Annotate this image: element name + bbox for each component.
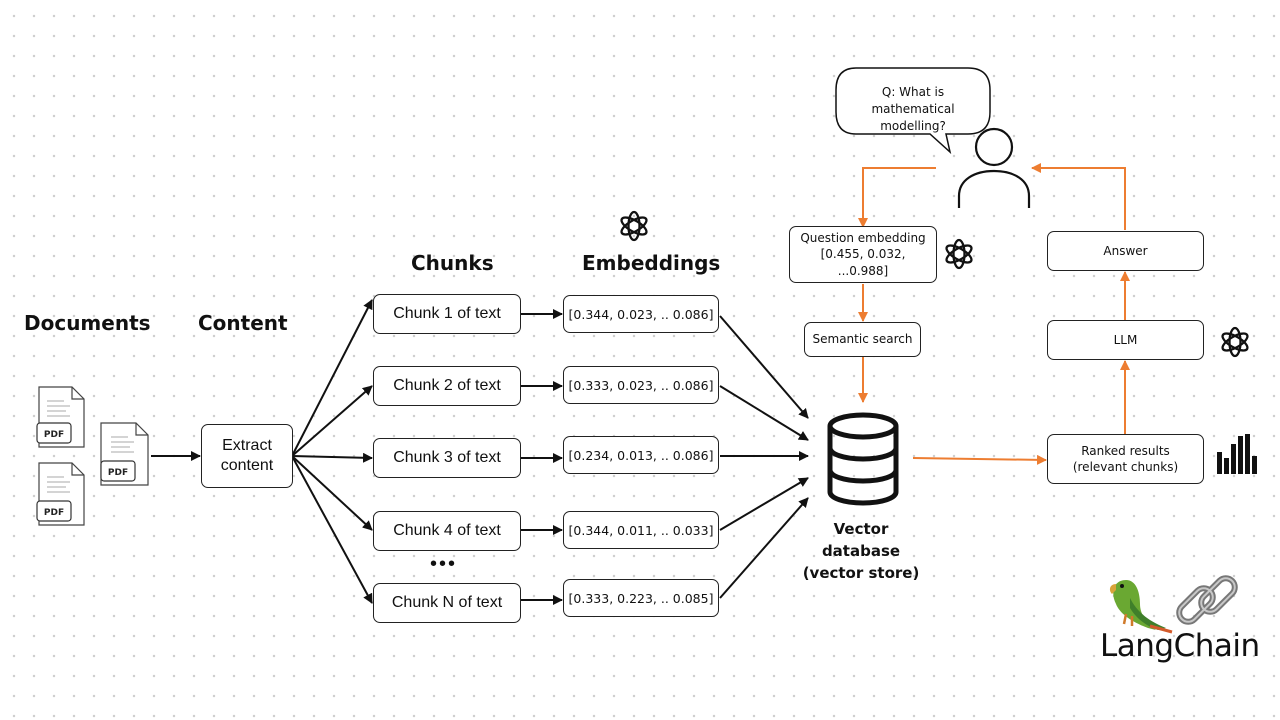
chunk-label: Chunk N of text — [391, 594, 503, 611]
embedding-value: [0.344, 0.011, .. 0.033] — [568, 522, 714, 538]
arrow-extract-to-chunk-1 — [291, 299, 373, 457]
vector-database-label: Vector database (vector store) — [801, 518, 921, 584]
embedding-box: [0.344, 0.023, .. 0.086] — [563, 295, 719, 333]
database-icon — [826, 412, 900, 511]
chunk-box: Chunk N of text — [373, 583, 521, 623]
chunk-label: Chunk 1 of text — [393, 305, 501, 322]
chunk-label: Chunk 4 of text — [393, 522, 501, 539]
openai-logo-icon — [1217, 324, 1253, 365]
embedding-value: [0.333, 0.023, .. 0.086] — [568, 377, 714, 393]
chunk-label: Chunk 2 of text — [393, 377, 501, 394]
chunk-box: Chunk 2 of text — [373, 366, 521, 406]
vector-database-line-3: (vector store) — [802, 564, 920, 582]
parrot-icon — [1106, 570, 1176, 639]
arrow-emb-n-to-db — [719, 497, 809, 599]
langchain-logo-text: LangChain — [1100, 628, 1260, 664]
embedding-box: [0.333, 0.223, .. 0.085] — [563, 579, 719, 617]
pdf-label: PDF — [44, 430, 64, 440]
chunk-box: Chunk 1 of text — [373, 294, 521, 334]
arrow-answer-to-user — [1031, 163, 1126, 230]
pdf-label: PDF — [108, 468, 128, 478]
pdf-file-icon: PDF — [98, 421, 152, 492]
arrow-extract-to-chunk-4 — [291, 455, 373, 531]
extract-content-box: Extract content — [201, 424, 293, 488]
question-embedding-value: [0.455, 0.032, ...0.988] — [820, 247, 906, 278]
extract-content-label: Extract content — [220, 437, 274, 474]
pdf-file-icon: PDF — [36, 385, 86, 454]
chunk-box: Chunk 3 of text — [373, 438, 521, 478]
question-embedding-box: Question embedding [0.455, 0.032, ...0.9… — [789, 226, 937, 283]
openai-logo-icon — [941, 236, 977, 277]
chunk-label: Chunk 3 of text — [393, 449, 501, 466]
arrow-extract-to-chunk-3 — [291, 452, 373, 463]
question-text: Q: What is mathematical modelling? — [871, 85, 955, 133]
arrow-user-to-question-embedding — [858, 167, 936, 228]
documents-header: Documents — [24, 311, 151, 335]
embedding-box: [0.234, 0.013, .. 0.086] — [563, 436, 719, 474]
embedding-box: [0.344, 0.011, .. 0.033] — [563, 511, 719, 549]
question-embedding-label: Question embedding — [800, 231, 926, 246]
embeddings-header: Embeddings — [582, 251, 721, 275]
vector-database-line-2: database — [821, 542, 901, 560]
question-speech-bubble — [834, 66, 994, 161]
arrow-emb-1-to-db — [719, 315, 809, 419]
chain-link-icon — [1174, 572, 1240, 637]
bar-chart-icon — [1216, 432, 1258, 481]
arrow-extract-to-chunk-n — [291, 455, 373, 604]
semantic-search-label: Semantic search — [812, 332, 913, 347]
content-header: Content — [198, 311, 288, 335]
semantic-search-box: Semantic search — [804, 322, 921, 357]
openai-logo-icon — [616, 208, 652, 249]
chunks-ellipsis: ••• — [430, 553, 458, 575]
embedding-value: [0.344, 0.023, .. 0.086] — [568, 306, 714, 322]
user-icon — [956, 126, 1032, 215]
arrow-extract-to-chunk-2 — [291, 385, 373, 457]
embedding-value: [0.234, 0.013, .. 0.086] — [568, 447, 714, 463]
embedding-box: [0.333, 0.023, .. 0.086] — [563, 366, 719, 404]
answer-box: Answer — [1047, 231, 1204, 271]
arrow-emb-2-to-db — [719, 385, 809, 441]
pdf-label: PDF — [44, 508, 64, 518]
arrow-emb-4-to-db — [719, 477, 809, 531]
answer-label: Answer — [1103, 243, 1148, 258]
chunk-box: Chunk 4 of text — [373, 511, 521, 551]
vector-database-line-1: Vector — [833, 520, 889, 538]
arrow-db-to-ranked — [912, 454, 1047, 465]
chunks-header: Chunks — [411, 251, 494, 275]
llm-label: LLM — [1113, 332, 1138, 347]
embedding-value: [0.333, 0.223, .. 0.085] — [568, 590, 714, 606]
ranked-results-label: Ranked results (relevant chunks) — [1072, 443, 1179, 474]
pdf-file-icon: PDF — [36, 461, 86, 532]
ranked-results-box: Ranked results (relevant chunks) — [1047, 434, 1204, 484]
llm-box: LLM — [1047, 320, 1204, 360]
